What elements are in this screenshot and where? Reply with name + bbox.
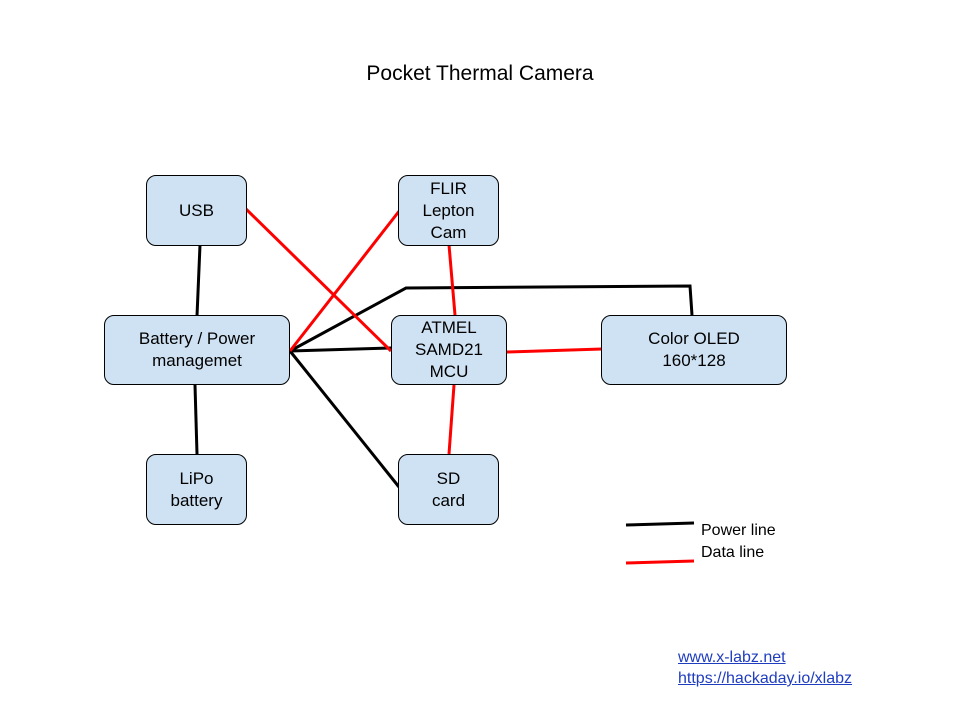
- legend-data-swatch: [625, 559, 695, 565]
- power-line-battery-mcu: [289, 346, 392, 353]
- data-line-mcu-sd: [447, 384, 456, 455]
- data-line-flir-mcu: [447, 244, 457, 316]
- data-line-usb-mcu: [244, 207, 393, 353]
- sd-card-node: SD card: [398, 454, 499, 525]
- hackaday-link[interactable]: https://hackaday.io/xlabz: [678, 670, 853, 687]
- power-line-usb-battery: [195, 244, 202, 317]
- diagram-title: Pocket Thermal Camera: [366, 62, 594, 85]
- power-line-battery-lipo: [193, 384, 199, 455]
- data-line-mcu-oled: [506, 347, 603, 354]
- flir-lepton-node: FLIR Lepton Cam: [398, 175, 499, 246]
- power-line-battery-oled: [289, 284, 694, 353]
- legend-power-label: Power line: [701, 522, 776, 539]
- legend-power-swatch: [625, 521, 695, 527]
- color-oled-node: Color OLED 160*128: [601, 315, 787, 385]
- mcu-node: ATMEL SAMD21 MCU: [391, 315, 507, 385]
- xlabz-website-link[interactable]: www.x-labz.net: [678, 649, 786, 666]
- power-line-battery-sd: [288, 350, 401, 488]
- data-line-battery-flir: [288, 209, 402, 352]
- usb-node: USB: [146, 175, 247, 246]
- legend-data-label: Data line: [701, 544, 765, 561]
- battery-management-node: Battery / Power managemet: [104, 315, 290, 385]
- lipo-battery-node: LiPo battery: [146, 454, 247, 525]
